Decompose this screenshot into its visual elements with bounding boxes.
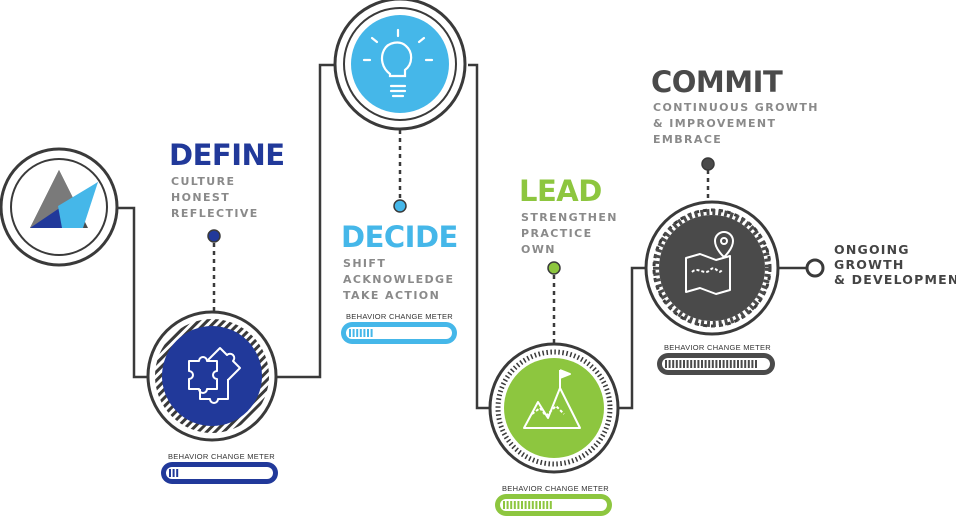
meter-tick (549, 501, 552, 509)
lightbulb-icon (362, 28, 434, 98)
meter-tick (546, 501, 549, 509)
end-line-3: & DEVELOPMENT (834, 272, 956, 287)
define-line-3: REFLECTIVE (171, 207, 259, 220)
meter-tick (506, 501, 509, 509)
connector-path (117, 63, 808, 410)
lead-node (488, 342, 620, 474)
meter-tick (715, 360, 718, 368)
meter-tick (701, 360, 703, 368)
meter-tick (668, 360, 671, 368)
meter-tick (686, 360, 689, 368)
define-meter (161, 462, 278, 484)
commit-line-2: & IMPROVEMENT (653, 117, 777, 130)
define-node (146, 310, 278, 442)
meter-tick (542, 501, 545, 509)
lead-meter (495, 494, 612, 516)
puzzle-icon (188, 347, 241, 404)
meter-tick (755, 360, 757, 368)
meter-tick (747, 360, 750, 368)
meter-tick (510, 501, 513, 509)
define-line-1: CULTURE (171, 175, 236, 188)
meter-tick (733, 360, 736, 368)
meter-tick (672, 360, 675, 368)
meter-tick (169, 469, 171, 477)
meter-tick (531, 501, 534, 509)
meter-tick (359, 329, 362, 337)
meter-tick (729, 360, 732, 368)
decide-title: DECIDE (341, 220, 458, 254)
meter-tick (744, 360, 747, 368)
meter-tick (737, 360, 739, 368)
meter-tick (521, 501, 523, 509)
meter-tick (517, 501, 520, 509)
meter-tick (539, 501, 541, 509)
meter-tick (349, 329, 351, 337)
define-line-2: HONEST (171, 191, 231, 204)
commit-meter-fill (665, 360, 757, 368)
decide-meter-fill (349, 329, 373, 337)
meter-tick (352, 329, 355, 337)
logo-node (0, 147, 119, 267)
meter-tick (711, 360, 714, 368)
lead-line-2: PRACTICE (521, 227, 593, 240)
meter-tick (675, 360, 678, 368)
commit-node (644, 200, 780, 336)
meter-tick (722, 360, 725, 368)
decide-node (333, 0, 467, 131)
map-pin-icon (685, 231, 734, 295)
meter-tick (679, 360, 682, 368)
define-title: DEFINE (169, 138, 285, 172)
lead-line-3: OWN (521, 243, 556, 256)
meter-tick (513, 501, 516, 509)
triangle-logo-icon (30, 170, 98, 228)
commit-meter (657, 353, 775, 375)
meter-tick (172, 469, 175, 477)
meter-tick (503, 501, 505, 509)
decide-meter (341, 322, 457, 344)
meter-tick (708, 360, 711, 368)
define-dot (207, 229, 221, 243)
meter-tick (690, 360, 693, 368)
commit-dot (701, 157, 715, 171)
meter-tick (719, 360, 721, 368)
lead-dot (547, 261, 561, 275)
meter-tick (524, 501, 527, 509)
meter-tick (367, 329, 369, 337)
commit-line-1: CONTINUOUS GROWTH (653, 101, 819, 114)
define-meter-fill (169, 469, 179, 477)
meter-tick (363, 329, 366, 337)
meter-tick (697, 360, 700, 368)
define-meter-label: BEHAVIOR CHANGE METER (168, 452, 276, 461)
meter-tick (528, 501, 531, 509)
meter-tick (356, 329, 359, 337)
decide-line-1: SHIFT (343, 257, 387, 270)
meter-tick (370, 329, 373, 337)
commit-meter-label: BEHAVIOR CHANGE METER (664, 343, 772, 352)
end-line-1: ONGOING (834, 242, 910, 257)
meter-tick (726, 360, 729, 368)
lead-line-1: STRENGTHEN (521, 211, 618, 224)
lead-meter-label: BEHAVIOR CHANGE METER (502, 484, 610, 493)
mountain-flag-icon (523, 369, 581, 429)
meter-tick (751, 360, 754, 368)
meter-tick (535, 501, 538, 509)
decide-meter-label: BEHAVIOR CHANGE METER (346, 312, 454, 321)
meter-tick (740, 360, 743, 368)
lead-meter-fill (503, 501, 552, 509)
decide-line-2: ACKNOWLEDGE (343, 273, 455, 286)
commit-line-3: EMBRACE (653, 133, 723, 146)
meter-tick (693, 360, 696, 368)
end-node (805, 258, 825, 278)
decide-dot (393, 199, 407, 213)
meter-tick (176, 469, 179, 477)
meter-tick (704, 360, 707, 368)
meter-tick (665, 360, 667, 368)
decide-line-3: TAKE ACTION (343, 289, 441, 302)
meter-tick (683, 360, 685, 368)
commit-title: COMMIT (651, 65, 783, 99)
lead-title: LEAD (519, 174, 602, 208)
end-line-2: GROWTH (834, 257, 905, 272)
